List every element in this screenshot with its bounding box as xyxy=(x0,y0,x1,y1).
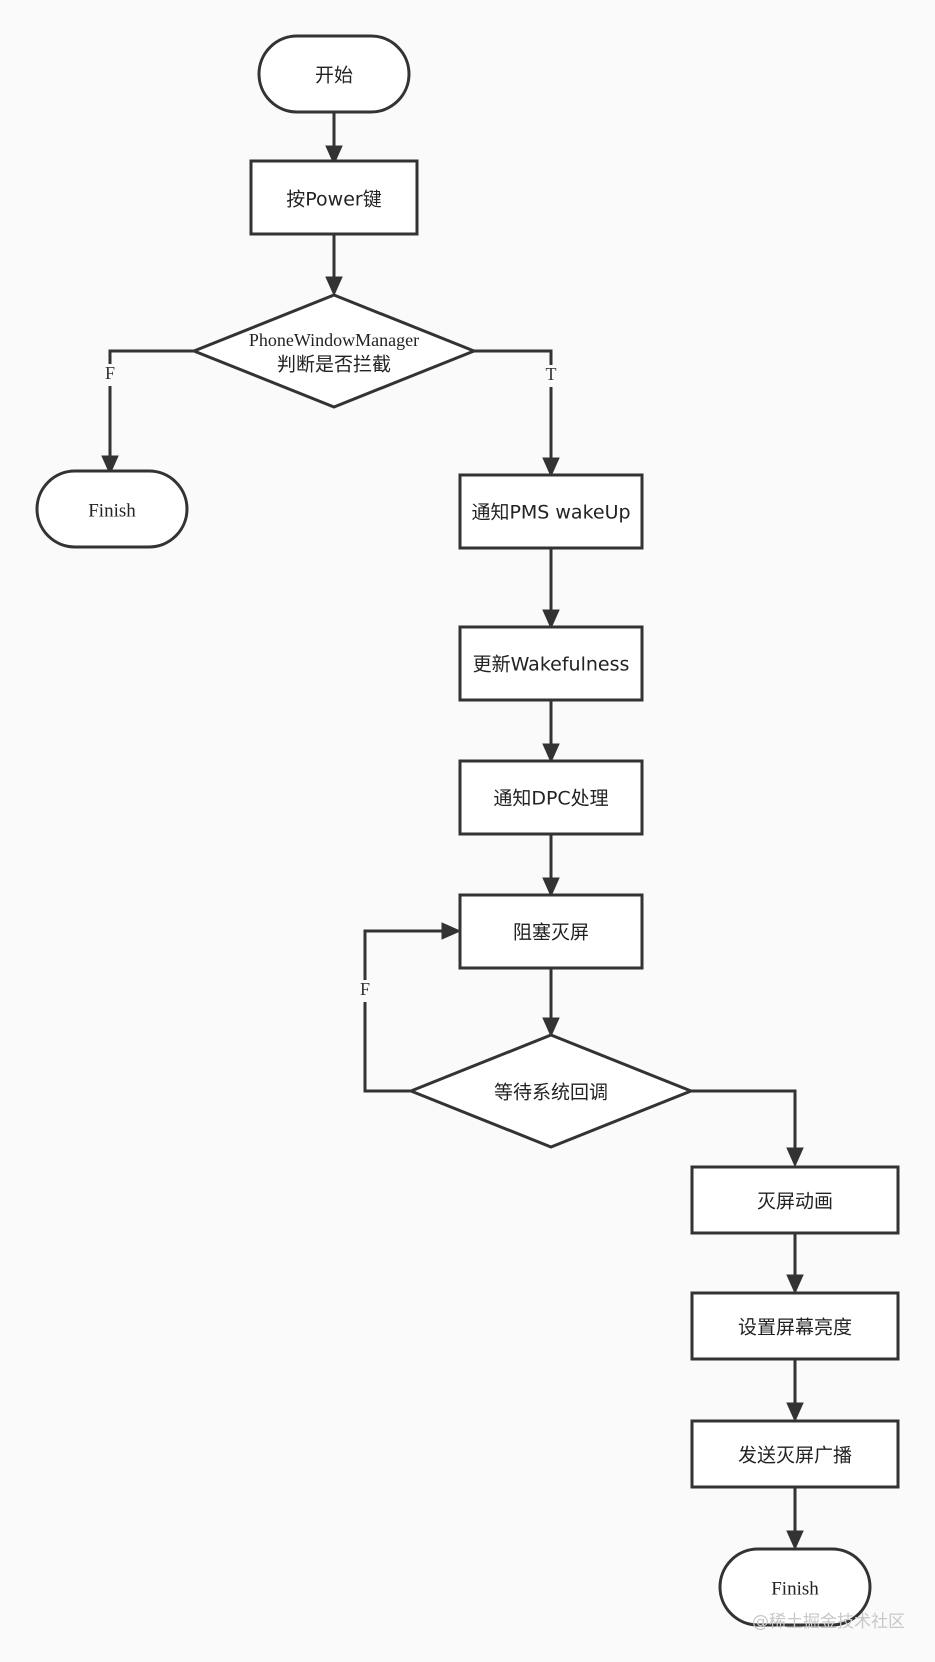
node-intercept-label-line1: PhoneWindowManager xyxy=(249,330,419,350)
arrowhead-power xyxy=(325,145,343,166)
edge-wait-false-loop xyxy=(363,929,446,1093)
node-notify-dpc[interactable]: 通知DPC处理 xyxy=(458,759,644,836)
node-send-broadcast-shape xyxy=(690,1419,900,1489)
watermark: @稀土掘金技术社区 xyxy=(752,1612,905,1632)
arrowhead-wait xyxy=(542,1017,560,1038)
node-press-power[interactable]: 按Power键 xyxy=(249,159,419,236)
node-update-wakefulness-shape xyxy=(458,625,644,702)
node-send-broadcast[interactable]: 发送灭屏广播 xyxy=(690,1419,900,1489)
edge-label-intercept-true: T xyxy=(546,364,557,384)
node-finish-end[interactable]: Finish xyxy=(718,1547,872,1627)
edge-intercept-false xyxy=(108,349,194,460)
node-notify-dpc-label: 通知DPC处理 xyxy=(493,788,608,810)
node-finish-left[interactable]: Finish xyxy=(35,469,189,549)
node-start-shape xyxy=(257,34,411,114)
edge-label-intercept-false: F xyxy=(105,363,115,383)
node-block-screen-off[interactable]: 阻塞灭屏 xyxy=(458,893,644,970)
node-block-screen-off-shape xyxy=(458,893,644,970)
node-set-brightness-shape xyxy=(690,1291,900,1361)
node-start[interactable]: 开始 xyxy=(257,34,411,114)
node-send-broadcast-label: 发送灭屏广播 xyxy=(738,1445,852,1467)
edge-label-bg-intercept-true xyxy=(542,365,560,387)
node-finish-end-label: Finish xyxy=(771,1578,819,1599)
arrowhead-broadcast xyxy=(786,1402,804,1423)
node-finish-end-shape xyxy=(718,1547,872,1627)
node-notify-pms-label: 通知PMS wakeUp xyxy=(471,502,630,524)
node-intercept-decision[interactable]: PhoneWindowManager 判断是否拦截 xyxy=(189,293,479,409)
edge-intercept-true xyxy=(474,349,553,462)
arrowhead-finish-left xyxy=(101,455,119,476)
node-wait-callback-label: 等待系统回调 xyxy=(494,1082,608,1104)
edge-label-bg-intercept-false xyxy=(101,364,119,386)
edge-label-wait-false: F xyxy=(360,979,370,999)
node-set-brightness-label: 设置屏幕亮度 xyxy=(738,1317,852,1339)
node-press-power-shape xyxy=(249,159,419,236)
edges xyxy=(101,112,804,1551)
node-set-brightness[interactable]: 设置屏幕亮度 xyxy=(690,1291,900,1361)
node-wait-callback-decision-shape xyxy=(406,1033,696,1149)
arrowhead-notify-pms xyxy=(542,457,560,478)
arrowhead-finish-end xyxy=(786,1530,804,1551)
arrowhead-wakefulness xyxy=(542,609,560,630)
node-finish-left-label: Finish xyxy=(88,500,136,521)
arrowhead-dpc xyxy=(542,743,560,764)
node-screen-off-anim-label: 灭屏动画 xyxy=(757,1191,833,1213)
edge-label-bg-wait-false xyxy=(356,980,374,1002)
edge-labels: F T F xyxy=(101,363,560,1002)
nodes: 开始 按Power键 PhoneWindowManager 判断是否拦截 Fin… xyxy=(35,34,900,1627)
node-notify-dpc-shape xyxy=(458,759,644,836)
node-update-wakefulness-label: 更新Wakefulness xyxy=(473,654,630,676)
node-block-screen-off-label: 阻塞灭屏 xyxy=(513,922,589,944)
arrowhead-loop-block xyxy=(441,922,462,940)
arrowhead-brightness xyxy=(786,1274,804,1295)
node-screen-off-anim-shape xyxy=(690,1165,900,1235)
arrowhead-anim xyxy=(786,1147,804,1168)
node-intercept-label-line2: 判断是否拦截 xyxy=(277,354,391,376)
arrowhead-block xyxy=(542,877,560,898)
node-update-wakefulness[interactable]: 更新Wakefulness xyxy=(458,625,644,702)
node-intercept-decision-shape xyxy=(189,293,479,409)
arrowhead-intercept xyxy=(325,276,343,297)
edge-wait-to-anim xyxy=(691,1089,797,1152)
node-press-power-label: 按Power键 xyxy=(286,189,381,211)
node-screen-off-anim[interactable]: 灭屏动画 xyxy=(690,1165,900,1235)
node-start-label: 开始 xyxy=(315,65,353,87)
node-finish-left-shape xyxy=(35,469,189,549)
node-notify-pms-shape xyxy=(458,473,644,550)
node-notify-pms[interactable]: 通知PMS wakeUp xyxy=(458,473,644,550)
node-wait-callback-decision[interactable]: 等待系统回调 xyxy=(406,1033,696,1149)
